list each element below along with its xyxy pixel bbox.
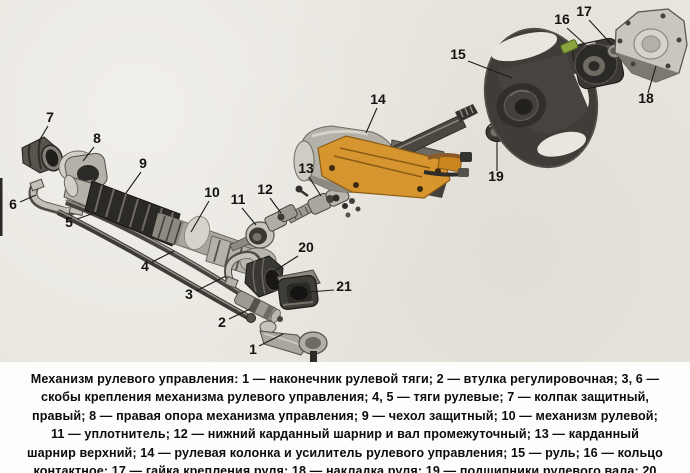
leader-line-7 — [38, 125, 49, 142]
part-number-6: 6 — [9, 196, 17, 212]
part-number-16: 16 — [554, 11, 570, 27]
part-number-17: 17 — [576, 3, 592, 19]
part-number-13: 13 — [298, 160, 314, 176]
part-horn-pad — [614, 8, 688, 83]
leader-line-13 — [308, 176, 322, 197]
leader-line-14 — [365, 107, 378, 134]
part-number-4: 4 — [141, 258, 149, 274]
part-left-support — [276, 269, 321, 310]
leader-line-2 — [228, 308, 251, 320]
part-number-7: 7 — [46, 109, 54, 125]
leader-line-1 — [258, 333, 284, 347]
part-tie-rod-end — [259, 316, 328, 371]
leader-line-21 — [308, 289, 335, 293]
leader-line-6 — [19, 194, 37, 203]
caption-text: Механизм рулевого управления: 1 — наконе… — [27, 372, 663, 473]
part-protective-cap-left — [244, 255, 284, 298]
part-number-19: 19 — [488, 168, 504, 184]
part-adjusting-bushing — [234, 290, 281, 323]
leader-line-11 — [241, 207, 257, 226]
scan-artifact — [0, 178, 3, 236]
part-number-21: 21 — [336, 278, 352, 294]
leader-line-16 — [566, 27, 590, 49]
part-number-2: 2 — [218, 314, 226, 330]
green-connector — [560, 39, 579, 54]
part-number-8: 8 — [93, 130, 101, 146]
part-mounting-clamp — [224, 250, 263, 289]
part-number-12: 12 — [257, 181, 273, 197]
leader-line-20 — [272, 255, 299, 273]
leader-line-17 — [588, 19, 613, 46]
part-number-10: 10 — [204, 184, 220, 200]
part-number-3: 3 — [185, 286, 193, 302]
part-steering-gear — [152, 213, 277, 290]
part-seal — [229, 221, 275, 252]
part-number-9: 9 — [139, 155, 147, 171]
part-number-14: 14 — [370, 91, 386, 107]
leader-line-3 — [195, 275, 227, 292]
part-number-20: 20 — [298, 239, 314, 255]
leader-line-8 — [82, 146, 95, 162]
part-number-11: 11 — [231, 191, 246, 207]
part-number-5: 5 — [65, 214, 73, 230]
leader-line-4 — [151, 250, 175, 263]
part-number-15: 15 — [450, 46, 466, 62]
leader-line-18 — [647, 65, 657, 94]
leader-line-5 — [76, 210, 101, 220]
leader-line-12 — [269, 197, 282, 214]
part-number-18: 18 — [638, 90, 654, 106]
part-number-1: 1 — [249, 341, 257, 357]
leader-line-9 — [125, 171, 142, 194]
leader-line-15 — [467, 60, 513, 79]
caption: Механизм рулевого управления: 1 — наконе… — [0, 362, 690, 473]
part-protective-cap-right — [21, 136, 64, 174]
part-steering-wheel — [483, 27, 599, 169]
part-steering-column — [293, 104, 478, 209]
leader-line-10 — [190, 200, 210, 233]
